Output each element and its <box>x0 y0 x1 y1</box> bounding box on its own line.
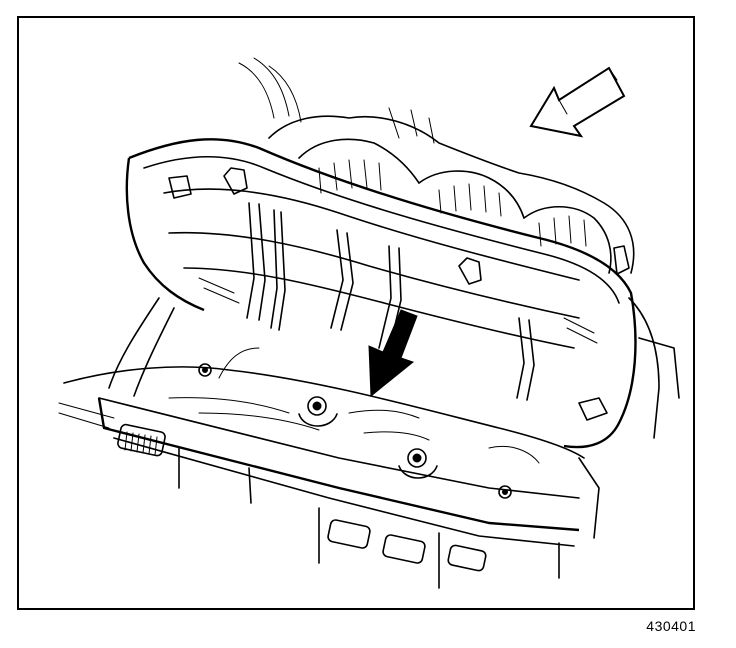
view-direction-arrow-icon <box>529 66 626 138</box>
figure-number: 430401 <box>646 618 696 634</box>
seat-back-frame <box>125 138 637 449</box>
illustration-frame <box>17 16 695 610</box>
mounting-bolt <box>498 485 512 499</box>
mounting-bolt <box>307 396 327 416</box>
mounting-bolt <box>198 363 212 377</box>
bolt-head-icon <box>312 401 322 411</box>
seat-back-illustration <box>58 57 680 589</box>
seat-back-cushion <box>238 57 635 274</box>
removal-direction-arrow-icon <box>368 309 418 398</box>
side-structure <box>58 297 680 539</box>
bolt-head-icon <box>412 453 422 463</box>
mounting-bolt <box>407 448 427 468</box>
mounting-bolts <box>198 363 512 499</box>
floor-pan <box>63 347 585 589</box>
